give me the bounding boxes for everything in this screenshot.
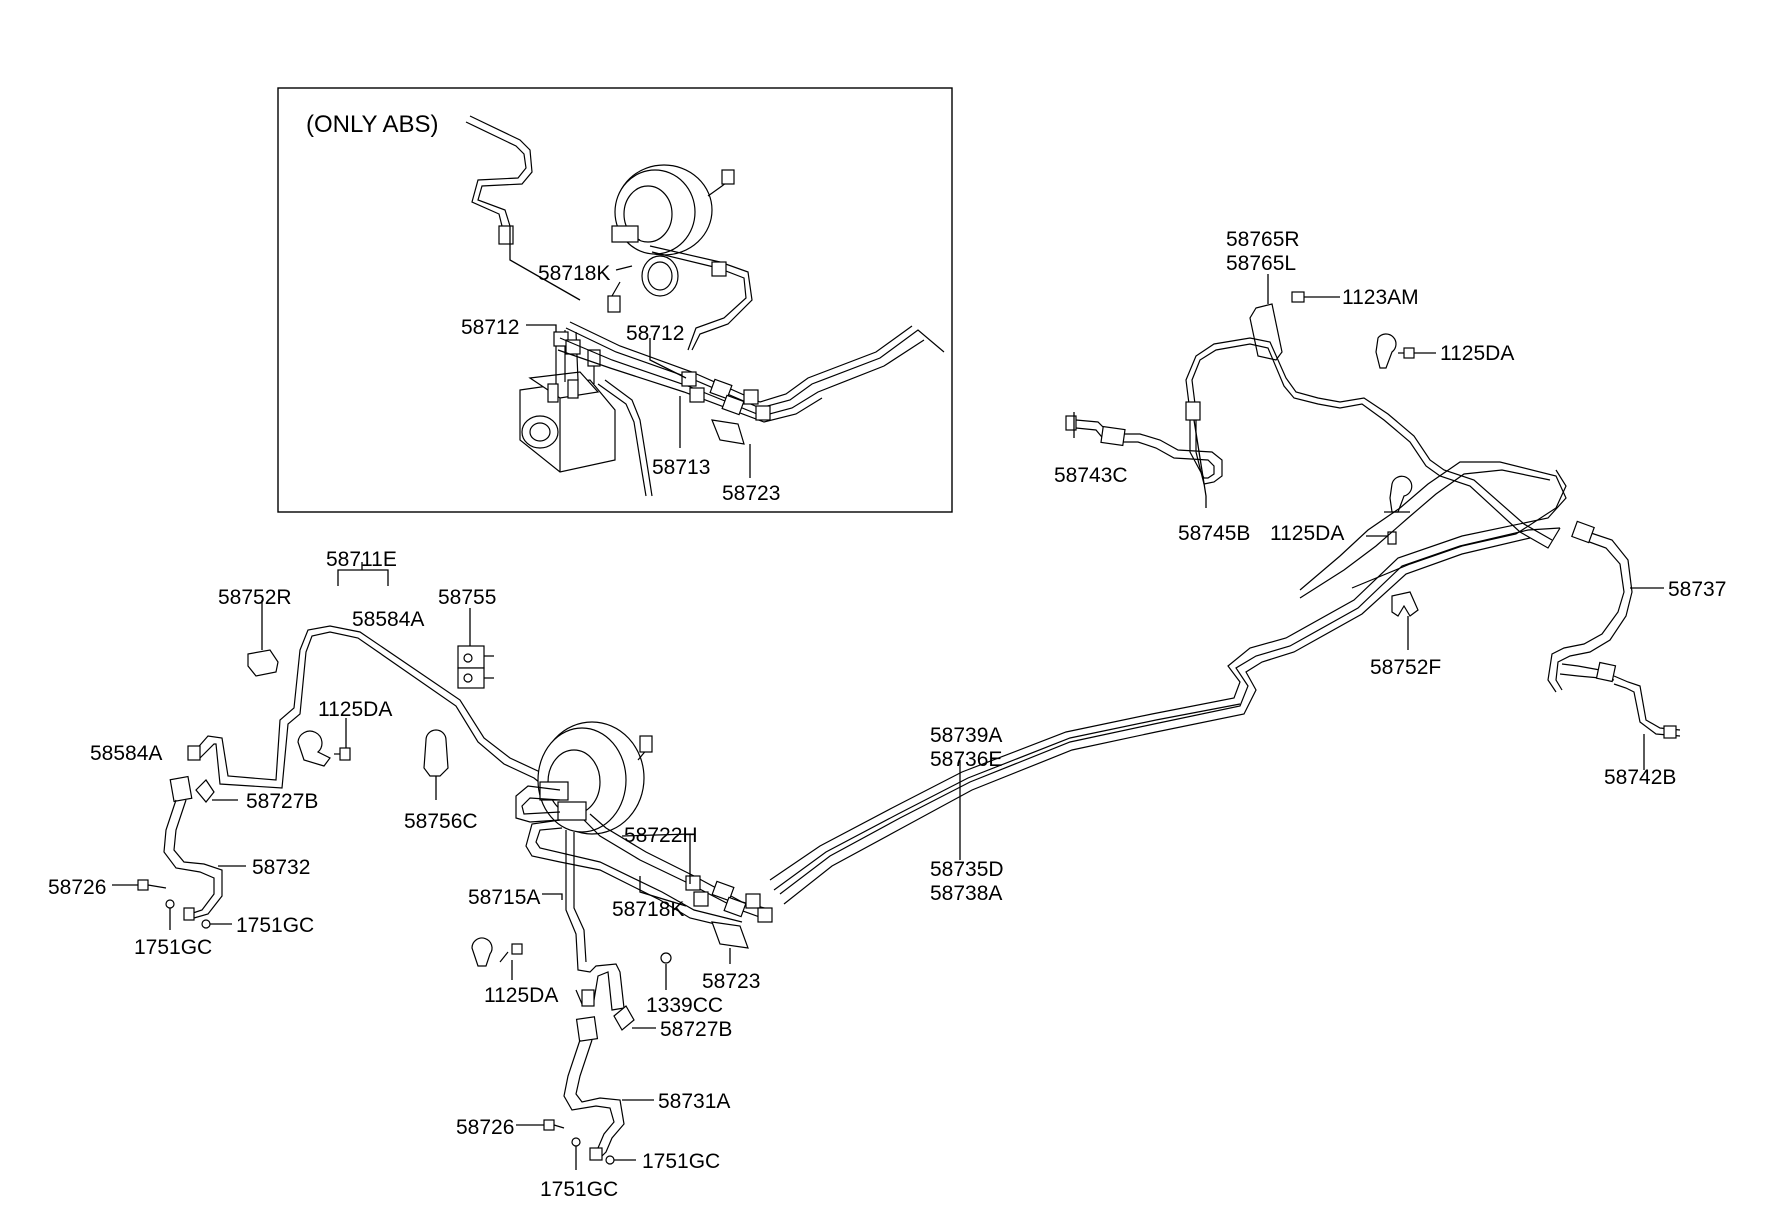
1125da-clip-lower-icon [471,937,523,980]
58756c-clip [423,729,449,777]
inset-lines-right [557,321,945,423]
58727b-clip-upper [195,779,215,803]
58752r-clip [247,649,279,677]
label-58722H: 58722H [624,824,698,847]
label-1125DA-d: 1125DA [484,984,558,1007]
58745b-fitting [1185,401,1201,421]
label-inset-58712-b: 58712 [626,322,684,345]
label-1751GC-d: 1751GC [540,1178,618,1201]
label-1125DA-a: 1125DA [1440,342,1514,365]
label-58584A-a: 58584A [352,608,424,631]
inset-upper-pipe [465,115,533,245]
label-inset-58713: 58713 [652,456,710,479]
label-1125DA-b: 1125DA [1270,522,1344,545]
label-58726-a: 58726 [48,876,106,899]
label-58715A: 58715A [468,886,540,909]
label-1123AM: 1123AM [1342,286,1419,309]
label-58723: 58723 [702,970,760,993]
58723-bracket [711,921,749,949]
1751gc-washer-b [201,919,211,929]
1751gc-washer-a [165,899,175,909]
label-58745B: 58745B [1178,522,1250,545]
label-1751GC-a: 1751GC [134,936,212,959]
label-58727B-a: 58727B [246,790,318,813]
inset-58718k-ring [607,255,679,313]
abs-modulator-unit [519,330,653,497]
inset-58723-bracket [711,419,745,445]
abs-inset-frame [277,87,953,513]
front-brake-area [112,562,773,1170]
label-58732: 58732 [252,856,310,879]
label-58718K: 58718K [612,898,684,921]
58752f-clip [1391,591,1419,617]
label-58743C: 58743C [1054,464,1128,487]
label-58738A: 58738A [930,882,1002,905]
label-58752R: 58752R [218,586,292,609]
58731a-flex-hose [563,1016,625,1161]
main-rear-brake-lines [769,461,1567,905]
abs-inset-title: (ONLY ABS) [306,111,439,138]
58755-junction-block [457,608,494,689]
58727b-clip-lower [613,1005,635,1031]
label-1751GC-b: 1751GC [236,914,314,937]
label-58711E: 58711E [326,548,397,571]
label-58756C: 58756C [404,810,478,833]
label-1125DA-c: 1125DA [318,698,392,721]
58584a-fitting [187,745,201,761]
1123am-bolt-icon [1291,291,1340,303]
main-brake-booster [537,721,653,835]
label-58731A: 58731A [658,1090,730,1113]
label-58736E: 58736E [930,748,1002,771]
1339cc-screw-icon [660,952,672,964]
label-58735D: 58735D [930,858,1004,881]
inset-pipe-fitting [498,225,514,245]
label-58726-b: 58726 [456,1116,514,1139]
58765-bracket [1249,303,1283,361]
front-left-pipe [187,625,561,797]
label-58739A: 58739A [930,724,1002,747]
label-58742B: 58742B [1604,766,1676,789]
label-1751GC-c: 1751GC [642,1150,720,1173]
label-58737: 58737 [1668,578,1726,601]
1125da-clip-upper-icon [1375,333,1436,369]
label-58765L: 58765L [1226,252,1296,275]
1125da-clip-left-icon [297,718,351,767]
label-58752F: 58752F [1370,656,1441,679]
rear-upper-pipe [1065,337,1561,549]
abs-inset: (ONLY ABS) [277,87,953,513]
rear-bracket-area [769,274,1681,905]
label-58755: 58755 [438,586,496,609]
1751gc-washer-d [605,1155,615,1165]
1751gc-washer-c [571,1137,581,1147]
label-inset-58712-a: 58712 [461,316,519,339]
label-58584A-b: 58584A [90,742,162,765]
58726-bolt-icon-lower [516,1119,565,1131]
label-inset-58723: 58723 [722,482,780,505]
label-inset-58718K: 58718K [538,262,610,285]
58726-bolt-icon-upper [112,879,167,891]
label-58765R: 58765R [1226,228,1300,251]
label-1339CC: 1339CC [646,994,723,1017]
1125da-clip-middle-icon [1366,475,1413,545]
58732-flex-hose [163,775,223,921]
label-58727B-b: 58727B [660,1018,732,1041]
inset-brake-booster [611,164,753,351]
58737-flex-hose [1547,520,1681,739]
